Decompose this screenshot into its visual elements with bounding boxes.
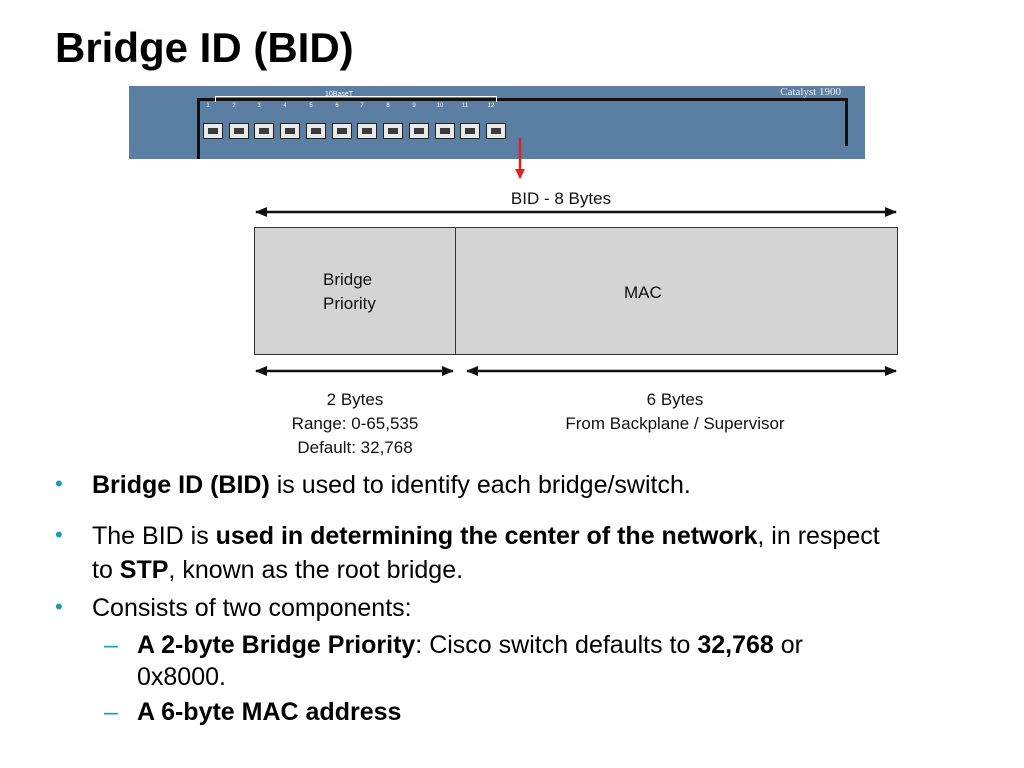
ethernet-port bbox=[229, 123, 249, 139]
sub-bullet-marker: – bbox=[104, 698, 118, 726]
port-number: 10 bbox=[436, 103, 444, 109]
ethernet-port bbox=[306, 123, 326, 139]
priority-default-label: Default: 32,768 bbox=[297, 438, 413, 457]
bullet-text: is used to identify each bridge/switch. bbox=[269, 471, 691, 499]
mac-source-label: From Backplane / Supervisor bbox=[565, 414, 785, 433]
bullet-bold-text: used in determining the center of the ne… bbox=[215, 522, 758, 550]
bullet-components: Consists of two components: bbox=[92, 594, 412, 622]
ethernet-port bbox=[332, 123, 352, 139]
port-number: 12 bbox=[487, 103, 495, 109]
panel-edge-top bbox=[197, 98, 847, 101]
bullet-text: The BID is bbox=[92, 522, 216, 550]
bullet-bold-text: A 6-byte MAC address bbox=[137, 698, 402, 726]
bullet-bid-purpose-line1: The BID is used in determining the cente… bbox=[92, 520, 880, 553]
ethernet-port bbox=[409, 123, 429, 139]
ethernet-port bbox=[203, 123, 223, 139]
bullet-text: , known as the root bridge. bbox=[168, 556, 464, 584]
bullet-text: or bbox=[773, 631, 804, 659]
bullet-marker: • bbox=[55, 594, 63, 619]
ethernet-port bbox=[435, 123, 455, 139]
priority-range-label: Range: 0-65,535 bbox=[291, 414, 419, 433]
bullet-bold-text: A 2-byte Bridge Priority bbox=[137, 631, 416, 659]
port-number: 1 bbox=[206, 103, 210, 109]
bullet-bold-text: 32,768 bbox=[697, 631, 774, 659]
port-number: 9 bbox=[412, 103, 416, 109]
ethernet-port bbox=[254, 123, 274, 139]
bid-size-label: BID - 8 Bytes bbox=[510, 189, 612, 208]
bullet-bold-text: STP bbox=[119, 556, 169, 584]
port-number: 8 bbox=[386, 103, 390, 109]
ethernet-port bbox=[460, 123, 480, 139]
sub-bullet-mac: A 6-byte MAC address bbox=[137, 696, 401, 729]
mac-label: MAC bbox=[624, 283, 662, 302]
port-number: 3 bbox=[257, 103, 261, 109]
port-group-label: 10BaseT bbox=[325, 91, 354, 98]
bullet-text: : Cisco switch defaults to bbox=[415, 631, 698, 659]
switch-model-label: Catalyst 1900 bbox=[780, 86, 841, 98]
bullet-bid-purpose-line2: to STP, known as the root bridge. bbox=[92, 554, 463, 587]
ethernet-port bbox=[357, 123, 377, 139]
mac-size-label: 6 Bytes bbox=[646, 390, 704, 409]
port-number: 6 bbox=[335, 103, 339, 109]
ethernet-port bbox=[486, 123, 506, 139]
port-number: 4 bbox=[283, 103, 287, 109]
port-number: 5 bbox=[309, 103, 313, 109]
bullet-bold-text: Bridge ID (BID) bbox=[92, 471, 270, 499]
sub-bullet-marker: – bbox=[104, 631, 118, 659]
ethernet-port bbox=[280, 123, 300, 139]
mac-field: MAC bbox=[455, 227, 898, 355]
sub-bullet-priority-line1: A 2-byte Bridge Priority: Cisco switch d… bbox=[137, 629, 803, 662]
bridge-priority-label-line2: Priority bbox=[323, 294, 376, 313]
bullet-bid-definition: Bridge ID (BID) is used to identify each… bbox=[92, 469, 691, 502]
slide-title: Bridge ID (BID) bbox=[55, 24, 354, 71]
port-number: 2 bbox=[232, 103, 236, 109]
bullet-marker: • bbox=[55, 471, 63, 496]
sub-bullet-priority-line2: 0x8000. bbox=[137, 663, 226, 691]
panel-edge-left bbox=[197, 98, 200, 159]
port-number: 7 bbox=[360, 103, 364, 109]
switch-front-panel-image: 10BaseT Catalyst 1900 1 2 3 4 5 6 7 8 9 … bbox=[129, 86, 865, 159]
port-group-bracket bbox=[215, 96, 497, 102]
port-number: 11 bbox=[461, 103, 469, 109]
panel-edge-right bbox=[845, 98, 848, 146]
priority-size-label: 2 Bytes bbox=[326, 390, 384, 409]
bullet-text: to bbox=[92, 556, 120, 584]
bridge-priority-field: Bridge Priority bbox=[254, 227, 457, 355]
bridge-priority-label-line1: Bridge bbox=[323, 270, 373, 289]
bullet-text: , in respect bbox=[757, 522, 880, 550]
bullet-marker: • bbox=[55, 522, 63, 547]
ethernet-port bbox=[383, 123, 403, 139]
